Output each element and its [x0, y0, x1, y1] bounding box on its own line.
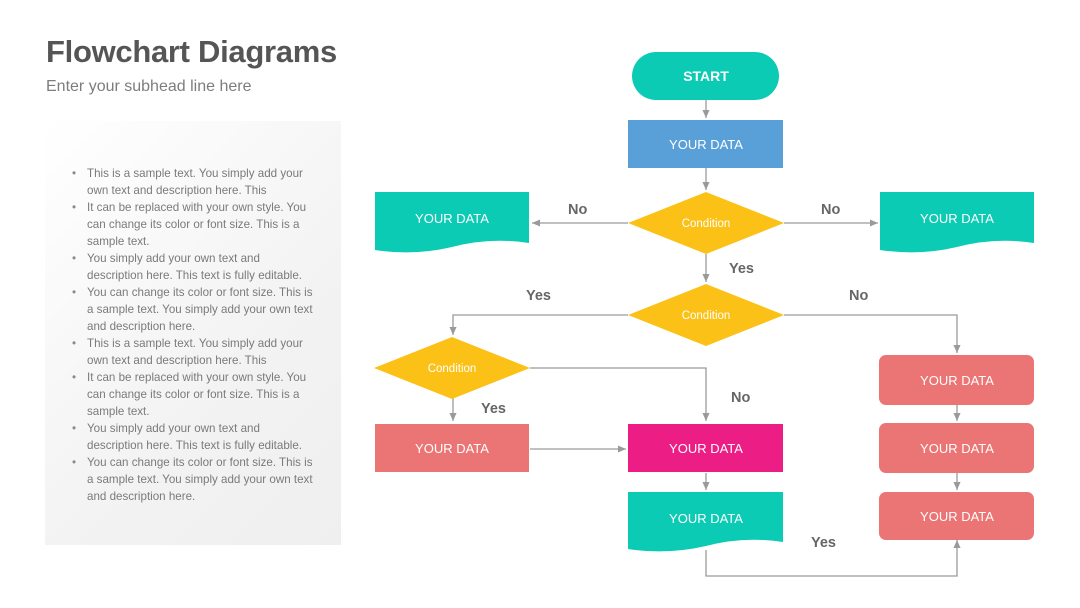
process-label: YOUR DATA [415, 441, 489, 456]
process-box-salmon [879, 423, 1034, 473]
bullet-item: It can be replaced with your own style. … [72, 369, 319, 420]
document-shape-left [375, 192, 529, 253]
document-label: YOUR DATA [920, 211, 994, 226]
text-panel: This is a sample text. You simply add yo… [45, 121, 341, 545]
page-subtitle: Enter your subhead line here [46, 78, 252, 95]
process-label: YOUR DATA [669, 441, 743, 456]
document-label: YOUR DATA [669, 511, 743, 526]
process-label: YOUR DATA [920, 373, 994, 388]
bullet-item: You simply add your own text and descrip… [72, 420, 319, 454]
edge-label-no: No [568, 202, 587, 218]
process-label: YOUR DATA [920, 509, 994, 524]
bullet-item: This is a sample text. You simply add yo… [72, 165, 319, 199]
bullet-list: This is a sample text. You simply add yo… [72, 165, 319, 505]
process-label: YOUR DATA [669, 137, 743, 152]
decision-label: Condition [682, 218, 731, 230]
connector [705, 540, 961, 577]
process-box-salmon [375, 424, 529, 472]
decision-label: Condition [428, 363, 477, 375]
edge-label-yes: Yes [481, 401, 506, 417]
bullet-item: You can change its color or font size. T… [72, 284, 319, 335]
decision-label: Condition [682, 310, 731, 322]
edge-label-no: No [849, 288, 868, 304]
connector [784, 314, 961, 353]
document-label: YOUR DATA [415, 211, 489, 226]
connector-group [449, 100, 961, 577]
decision-diamond [628, 192, 784, 254]
process-box-salmon [879, 492, 1034, 540]
document-shape-bottom [628, 492, 783, 552]
document-shape-right [880, 192, 1034, 253]
process-label: YOUR DATA [920, 441, 994, 456]
process-box-salmon [879, 355, 1034, 405]
bullet-item: You simply add your own text and descrip… [72, 250, 319, 284]
bullet-item: It can be replaced with your own style. … [72, 199, 319, 250]
page-title: Flowchart Diagrams [46, 34, 337, 69]
process-box-magenta [628, 424, 783, 472]
connector [449, 314, 628, 335]
edge-label-yes: Yes [526, 288, 551, 304]
edge-label-yes: Yes [729, 261, 754, 277]
start-label: START [683, 68, 729, 84]
edge-label-yes: Yes [811, 535, 836, 551]
bullet-item: You can change its color or font size. T… [72, 454, 319, 505]
decision-diamond [374, 337, 530, 399]
connector [530, 367, 710, 421]
start-terminal [632, 52, 779, 100]
bullet-item: This is a sample text. You simply add yo… [72, 335, 319, 369]
edge-label-no: No [731, 390, 750, 406]
process-box-blue [628, 120, 783, 168]
edge-label-no: No [821, 202, 840, 218]
decision-diamond [628, 284, 784, 346]
